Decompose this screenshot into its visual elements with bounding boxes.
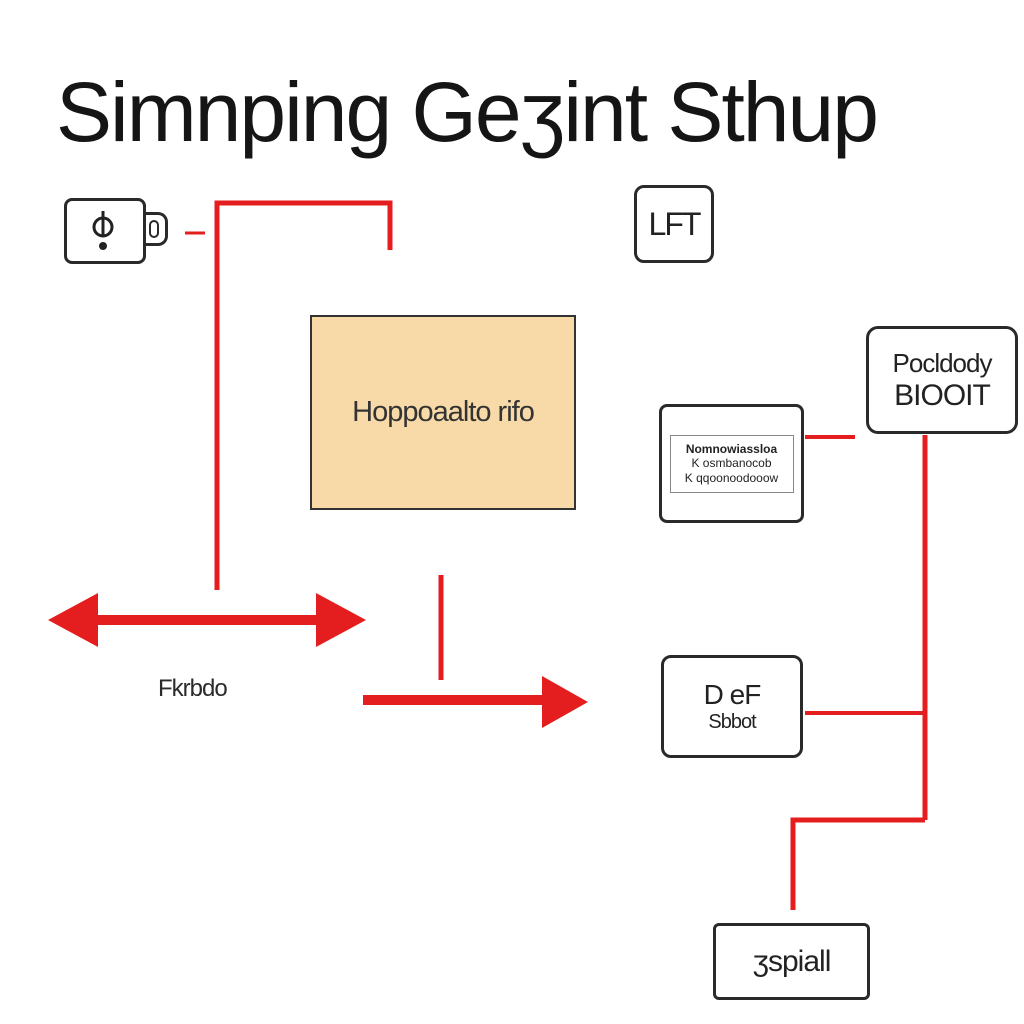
right-top-box: Pocldody BIOOIT [866, 326, 1018, 434]
middle-right-box-line3: K qqoonoodooow [684, 470, 779, 485]
double-arrow-right-head [316, 593, 366, 647]
right-top-box-line1: Pocldody [892, 347, 993, 378]
right-top-box-line2: BIOOIT [894, 378, 991, 412]
page-title: Simnping Geʒint Sthup [56, 65, 879, 159]
lower-right-box: D eF Sbbot [661, 655, 803, 758]
plug-icon [92, 211, 114, 250]
device-icon [64, 198, 146, 264]
top-bracket-wire [214, 200, 393, 590]
middle-right-box-line2: K osmbanocob [691, 456, 772, 471]
lower-right-box-line1: D eF [703, 679, 762, 710]
double-arrow-left-head [48, 593, 98, 647]
middle-right-box: Nomnowiassloa K osmbanocob K qqoonoodooo… [659, 404, 804, 523]
middle-right-box-line1: Nomnowiassloa [685, 441, 778, 456]
lower-right-box-line2: Sbbot [708, 711, 756, 733]
lft-label: LFT [648, 205, 702, 242]
free-label: Fkrbdo [158, 675, 228, 702]
middle-right-box-inner: Nomnowiassloa K osmbanocob K qqoonoodooo… [669, 434, 794, 493]
center-box: Hoppoaalto rifo [310, 315, 576, 510]
plug-tip-inner-icon [149, 220, 159, 238]
bottom-box-label: ʒspiall [752, 944, 832, 978]
bottom-box: ʒspiall [713, 923, 870, 1000]
bottom-box-wire [790, 817, 925, 910]
center-box-label: Hoppoaalto rifo [352, 396, 535, 428]
right-arrow-head [542, 676, 588, 728]
lft-box: LFT [634, 185, 714, 263]
